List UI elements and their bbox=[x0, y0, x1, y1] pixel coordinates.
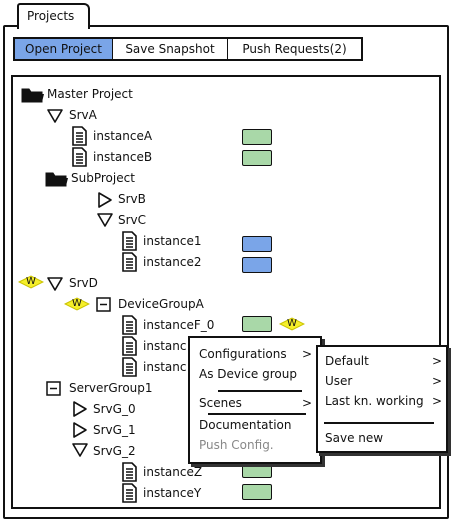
menu-separator bbox=[208, 413, 306, 415]
status-swatch bbox=[242, 462, 272, 478]
document-icon bbox=[72, 147, 87, 167]
menu-separator bbox=[324, 422, 434, 424]
document-icon bbox=[122, 252, 137, 272]
warning-badge-label: W bbox=[72, 298, 82, 309]
tree-item-instance-a[interactable]: instanceA bbox=[93, 129, 153, 143]
menu-item-scenes[interactable]: Scenes bbox=[199, 396, 242, 410]
tree-item-instance-y[interactable]: instanceY bbox=[143, 486, 202, 500]
submenu-item-user[interactable]: User bbox=[325, 374, 353, 388]
tree-item-server-group1[interactable]: ServerGroup1 bbox=[69, 381, 153, 395]
triangle-right-icon[interactable] bbox=[96, 191, 114, 209]
tree-item-subproject[interactable]: SubProject bbox=[71, 171, 135, 185]
chevron-right-icon: > bbox=[302, 347, 313, 361]
submenu-item-last-working[interactable]: Last kn. working bbox=[325, 394, 424, 408]
configurations-submenu: Default > User > Last kn. working > Save… bbox=[316, 345, 448, 453]
triangle-down-icon[interactable] bbox=[96, 211, 114, 229]
warning-badge-icon: W bbox=[279, 317, 305, 331]
tab-projects[interactable]: Projects bbox=[17, 3, 90, 29]
status-swatch bbox=[242, 484, 272, 500]
menu-item-configurations[interactable]: Configurations bbox=[199, 347, 287, 361]
tree-item-srvg1[interactable]: SrvG_1 bbox=[93, 423, 136, 437]
save-snapshot-button[interactable]: Save Snapshot bbox=[113, 39, 228, 59]
push-requests-button[interactable]: Push Requests(2) bbox=[242, 42, 347, 56]
menu-item-as-device-group[interactable]: As Device group bbox=[199, 367, 297, 381]
tree-item-srvc[interactable]: SrvC bbox=[118, 213, 147, 227]
warning-badge-icon: W bbox=[18, 275, 44, 289]
chevron-right-icon: > bbox=[302, 396, 313, 410]
toolbar: Open Project Save Snapshot Push Requests… bbox=[13, 37, 363, 61]
tree-item-srvb[interactable]: SrvB bbox=[118, 192, 146, 206]
submenu-item-default[interactable]: Default bbox=[325, 354, 369, 368]
document-icon bbox=[122, 462, 137, 482]
minus-box-icon[interactable] bbox=[96, 297, 111, 312]
triangle-right-icon[interactable] bbox=[71, 421, 89, 439]
tree-item-instance-b[interactable]: instanceB bbox=[93, 150, 153, 164]
tree-item-master-project[interactable]: Master Project bbox=[47, 87, 133, 101]
triangle-right-icon[interactable] bbox=[71, 400, 89, 418]
tree-item-instance-f0[interactable]: instanceF_0 bbox=[143, 318, 215, 332]
submenu-item-save-new[interactable]: Save new bbox=[325, 431, 384, 445]
minus-box-icon[interactable] bbox=[46, 381, 61, 396]
warning-badge-icon: W bbox=[64, 297, 90, 311]
chevron-right-icon: > bbox=[432, 374, 443, 388]
context-menu: Configurations > As Device group Scenes … bbox=[188, 336, 322, 464]
triangle-down-icon[interactable] bbox=[71, 441, 89, 459]
tree-item-instance-z[interactable]: instanceZ bbox=[143, 465, 203, 479]
status-swatch bbox=[242, 236, 272, 252]
chevron-right-icon: > bbox=[432, 354, 443, 368]
warning-badge-label: W bbox=[26, 276, 36, 287]
tree-item-instance2[interactable]: instance2 bbox=[143, 255, 202, 269]
tree-item-srva[interactable]: SrvA bbox=[69, 108, 97, 122]
open-project-button[interactable]: Open Project bbox=[15, 39, 113, 59]
tab-projects-label: Projects bbox=[27, 9, 75, 23]
document-icon bbox=[72, 126, 87, 146]
triangle-down-icon[interactable] bbox=[46, 275, 64, 293]
tree-item-instance-f1[interactable]: instanc bbox=[143, 339, 187, 353]
status-swatch bbox=[242, 316, 272, 332]
status-swatch bbox=[242, 150, 272, 166]
menu-separator bbox=[218, 390, 302, 392]
status-swatch bbox=[242, 257, 272, 273]
tree-item-srvg2[interactable]: SrvG_2 bbox=[93, 444, 136, 458]
menu-item-documentation[interactable]: Documentation bbox=[199, 418, 292, 432]
warning-badge-label: W bbox=[287, 318, 297, 329]
tree-item-srvg0[interactable]: SrvG_0 bbox=[93, 402, 136, 416]
folder-icon bbox=[45, 172, 69, 187]
triangle-down-icon[interactable] bbox=[46, 107, 64, 125]
tree-item-srvd[interactable]: SrvD bbox=[69, 276, 98, 290]
folder-icon bbox=[21, 88, 45, 103]
document-icon bbox=[122, 315, 137, 335]
document-icon bbox=[122, 336, 137, 356]
tree-item-instance-f2[interactable]: instanc bbox=[143, 360, 187, 374]
tree-item-device-group-a[interactable]: DeviceGroupA bbox=[118, 297, 204, 311]
menu-item-push-config: Push Config. bbox=[199, 438, 274, 452]
chevron-right-icon: > bbox=[432, 394, 443, 408]
tree-item-instance1[interactable]: instance1 bbox=[143, 234, 202, 248]
document-icon bbox=[122, 483, 137, 503]
status-swatch bbox=[242, 129, 272, 145]
document-icon bbox=[122, 357, 137, 377]
document-icon bbox=[122, 231, 137, 251]
